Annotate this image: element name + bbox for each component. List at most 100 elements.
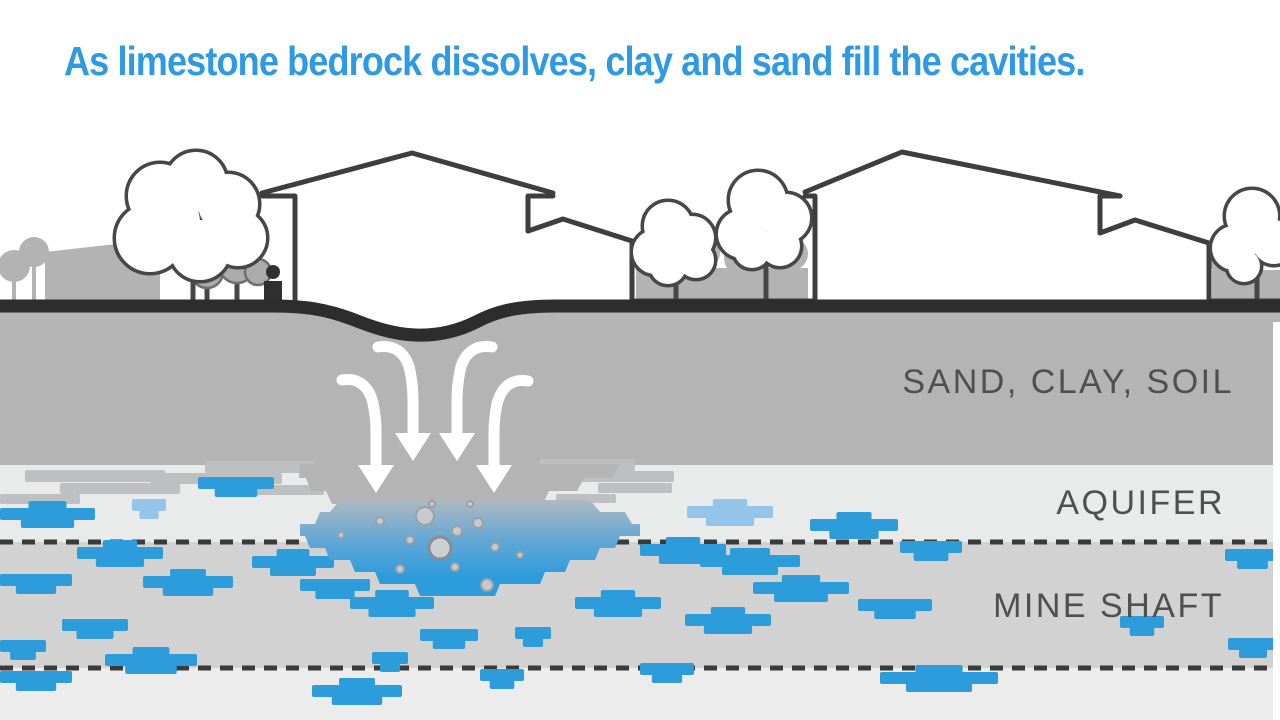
diagram-shape (198, 477, 274, 489)
layer-label-aquifer: AQUIFER (1056, 484, 1225, 522)
diagram-shape (170, 569, 206, 577)
diagram-shape (139, 510, 159, 519)
diagram-shape (77, 547, 163, 559)
diagram-shape (125, 665, 177, 674)
diagram-shape (722, 566, 778, 575)
diagram-shape (270, 567, 316, 576)
diagram-shape (665, 537, 701, 545)
diagram-shape (515, 627, 551, 639)
tree-canopy-yard-a-fill (633, 202, 714, 284)
diagram-shape (95, 558, 145, 567)
bubble (427, 535, 453, 561)
bubble (490, 542, 500, 552)
diagram-shape (312, 685, 402, 697)
diagram-shape (76, 630, 114, 639)
diagram-shape (480, 669, 524, 681)
diagram-shape (15, 682, 57, 691)
diagram-shape (1239, 649, 1267, 658)
tree-canopy-left-fill (116, 152, 266, 280)
diagram-shape (774, 593, 828, 602)
diagram-shape (0, 671, 72, 683)
diagram-shape (1237, 560, 1268, 569)
diagram-shape (781, 575, 821, 583)
diagram-shape (703, 625, 753, 634)
sand-clay-soil-layer (0, 300, 1280, 465)
diagram-shape (105, 654, 197, 666)
diagram-shape (905, 683, 973, 692)
diagram-shape (598, 483, 672, 493)
diagram-shape (913, 552, 949, 561)
diagram-shape (0, 508, 95, 520)
diagram-shape (252, 556, 334, 568)
tree-canopy-yard-b-fill (718, 172, 810, 268)
bubble (516, 551, 524, 559)
diagram-shape (753, 582, 849, 594)
water-filled-cavities (0, 477, 1280, 705)
layer-label-mine-shaft: MINE SHAFT (993, 587, 1224, 625)
arrow-outer-right (488, 374, 534, 474)
diagram-shape (489, 680, 515, 689)
diagram-shape (915, 665, 963, 673)
diagram-shape (62, 619, 128, 631)
bubble (395, 564, 405, 574)
diagram-shape (132, 499, 166, 511)
diagram-shape (1228, 638, 1278, 650)
diagram-shape (640, 544, 726, 556)
tree-canopy-right-fill (1212, 190, 1280, 282)
bubble (450, 562, 460, 572)
diagram-shape (1120, 616, 1164, 628)
diagram-shape (143, 576, 233, 588)
diagram-shape (372, 652, 408, 664)
diagram-shape (25, 470, 165, 482)
diagram-shape (685, 614, 771, 626)
diagram-shape (522, 638, 544, 647)
diagram-shape (858, 599, 932, 611)
arrow-inner-left (372, 341, 419, 442)
house-2 (802, 149, 1212, 306)
diagram-shape (710, 607, 746, 615)
diagram-shape (15, 585, 57, 594)
diagram-shape (10, 651, 36, 660)
diagram-shape (658, 555, 708, 564)
diagram-shape (28, 501, 67, 509)
diagram-shape (339, 678, 375, 686)
diagram-shape (214, 488, 258, 497)
bubble (375, 516, 385, 526)
diagram-shape (368, 608, 416, 617)
bubble (428, 500, 436, 508)
diagram-shape (432, 640, 466, 649)
diagram-shape (1129, 627, 1155, 636)
diagram-shape (162, 587, 214, 596)
diagram-shape (810, 519, 898, 531)
diagram-shape (60, 483, 180, 494)
bubble (405, 535, 415, 545)
person-silhouette (264, 265, 282, 305)
diagram-shape (375, 590, 409, 598)
diagram-shape (880, 672, 998, 684)
diagram-shape (593, 608, 643, 617)
seepage-arrows (336, 341, 534, 493)
diagram-shape (575, 597, 661, 609)
diagram-shape (102, 540, 138, 548)
diagram-shape (0, 574, 72, 586)
diagram-shape (276, 549, 310, 557)
bubble (472, 517, 484, 529)
sediment-bubbles (337, 500, 524, 592)
right-edge-margin (1273, 322, 1280, 720)
arrow-outer-left (336, 373, 382, 474)
slide-title: As limestone bedrock dissolves, clay and… (64, 38, 1085, 84)
diagram-shape (730, 548, 770, 556)
layer-label-sand-clay-soil: SAND, CLAY, SOIL (902, 363, 1234, 401)
central-water-plume (300, 500, 640, 596)
diagram-shape (705, 517, 755, 526)
diagram-shape (205, 461, 315, 473)
diagram-shape (379, 663, 401, 672)
diagram-shape (20, 519, 75, 528)
diagram-shape (315, 590, 355, 599)
bubble (466, 500, 474, 508)
bubble (480, 578, 494, 592)
diagram-shape (1225, 549, 1280, 561)
diagram-shape (687, 506, 773, 518)
diagram-shape (640, 663, 694, 675)
diagram-shape (836, 512, 872, 520)
